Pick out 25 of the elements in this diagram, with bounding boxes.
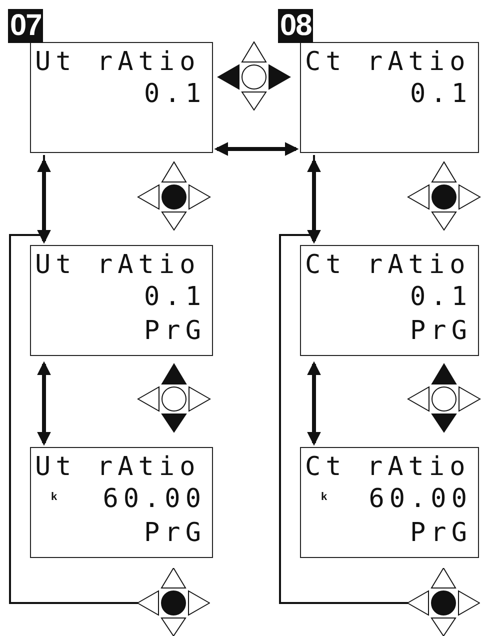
unit-prefix: k xyxy=(321,490,328,504)
arrow xyxy=(307,158,321,244)
parameter-name: Ut rAtio xyxy=(35,47,200,77)
parameter-name: Ut rAtio xyxy=(35,452,200,482)
display-value: 0.1 xyxy=(144,282,206,312)
arrow xyxy=(307,361,321,446)
arrow xyxy=(37,158,51,244)
display-value: 60.00 xyxy=(368,484,472,514)
unit-prefix: k xyxy=(51,490,58,504)
step-number: 07 xyxy=(8,9,44,43)
display-value: PrG xyxy=(144,518,206,548)
step-number: 08 xyxy=(278,9,314,43)
display-value: PrG xyxy=(144,316,206,346)
parameter-name: Ut rAtio xyxy=(35,250,200,280)
parameter-name: Ct rAtio xyxy=(305,47,470,77)
parameter-name: Ct rAtio xyxy=(305,250,470,280)
parameter-name: Ct rAtio xyxy=(305,452,470,482)
arrow xyxy=(214,142,299,156)
arrow xyxy=(37,361,51,446)
display-value: 0.1 xyxy=(410,79,472,109)
display-value: 60.00 xyxy=(102,484,206,514)
display-value: 0.1 xyxy=(144,79,206,109)
display-value: 0.1 xyxy=(410,282,472,312)
display-value: PrG xyxy=(410,518,472,548)
display-value: PrG xyxy=(410,316,472,346)
